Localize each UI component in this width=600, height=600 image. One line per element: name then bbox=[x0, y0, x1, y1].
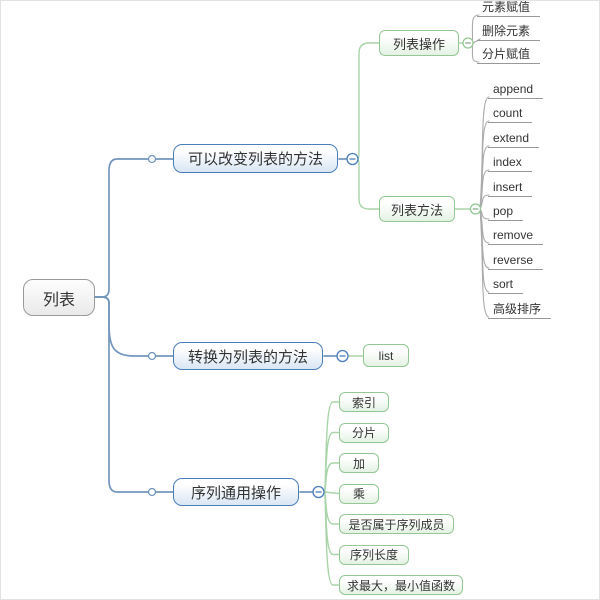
leaf-item[interactable]: index bbox=[488, 155, 532, 172]
subtopic-multiplication[interactable]: 乘 bbox=[339, 483, 379, 504]
root-label: 列表 bbox=[42, 291, 75, 309]
leaf-item[interactable]: pop bbox=[488, 204, 524, 221]
subtopic-length[interactable]: 序列长度 bbox=[339, 544, 409, 565]
connection-dot bbox=[147, 154, 157, 164]
subtopic-label: 是否属于序列成员 bbox=[348, 517, 445, 532]
subtopic-label: 求最大，最小值函数 bbox=[346, 578, 455, 593]
leaf-item[interactable]: remove bbox=[488, 228, 544, 245]
green-branch-lines bbox=[323, 42, 471, 586]
collapse-toggle-branch1[interactable] bbox=[346, 152, 359, 166]
subtopic-list-function[interactable]: list bbox=[363, 344, 409, 367]
branch-node-sequence-ops[interactable]: 序列通用操作 bbox=[173, 478, 299, 506]
connection-dot bbox=[147, 351, 157, 361]
leaf-item[interactable]: insert bbox=[488, 180, 533, 197]
connection-dots bbox=[147, 154, 157, 497]
subtopic-slicing[interactable]: 分片 bbox=[339, 422, 389, 443]
subtopic-indexing[interactable]: 索引 bbox=[339, 392, 389, 412]
collapse-toggle-branch3[interactable] bbox=[312, 485, 325, 499]
subtopic-label: 列表方法 bbox=[390, 202, 443, 218]
subtopic-label: 加 bbox=[352, 456, 365, 471]
connection-dot bbox=[147, 487, 157, 497]
subtopic-membership[interactable]: 是否属于序列成员 bbox=[339, 514, 454, 534]
branch-label: 可以改变列表的方法 bbox=[187, 151, 323, 168]
subtopic-label: 乘 bbox=[352, 487, 365, 501]
collapse-toggle-branch2[interactable] bbox=[336, 349, 349, 363]
branch-label: 转换为列表的方法 bbox=[187, 348, 308, 366]
collapse-toggle-list-methods[interactable] bbox=[469, 203, 482, 215]
subtopic-label: 分片 bbox=[351, 426, 376, 440]
subtopic-max-min[interactable]: 求最大，最小值函数 bbox=[339, 575, 463, 595]
leaf-item[interactable]: 删除元素 bbox=[477, 24, 541, 41]
leaf-item[interactable]: 高级排序 bbox=[488, 302, 552, 319]
subtopic-label: list bbox=[378, 348, 394, 363]
blue-branch-lines bbox=[93, 158, 347, 493]
root-node[interactable]: 列表 bbox=[23, 279, 95, 316]
subtopic-list-operations[interactable]: 列表操作 bbox=[379, 30, 459, 56]
grey-leaf-lines bbox=[471, 14, 490, 318]
leaf-item[interactable]: sort bbox=[488, 277, 524, 294]
leaf-item[interactable]: append bbox=[488, 82, 544, 99]
branch-node-changing-methods[interactable]: 可以改变列表的方法 bbox=[173, 144, 338, 173]
leaf-item[interactable]: 元素赋值 bbox=[477, 1, 541, 17]
subtopic-addition[interactable]: 加 bbox=[339, 453, 379, 473]
branch-label: 序列通用操作 bbox=[190, 484, 281, 502]
leaf-item[interactable]: 分片赋值 bbox=[477, 47, 541, 64]
subtopic-label: 列表操作 bbox=[392, 36, 445, 52]
subtopic-list-methods[interactable]: 列表方法 bbox=[379, 196, 455, 222]
leaf-item[interactable]: extend bbox=[488, 131, 540, 148]
leaf-item[interactable]: reverse bbox=[488, 253, 544, 270]
subtopic-label: 索引 bbox=[351, 395, 376, 410]
branch-node-convert-methods[interactable]: 转换为列表的方法 bbox=[173, 342, 323, 370]
collapse-toggle-list-ops[interactable] bbox=[462, 37, 474, 49]
leaf-item[interactable]: count bbox=[488, 106, 533, 123]
subtopic-label: 序列长度 bbox=[349, 548, 398, 562]
